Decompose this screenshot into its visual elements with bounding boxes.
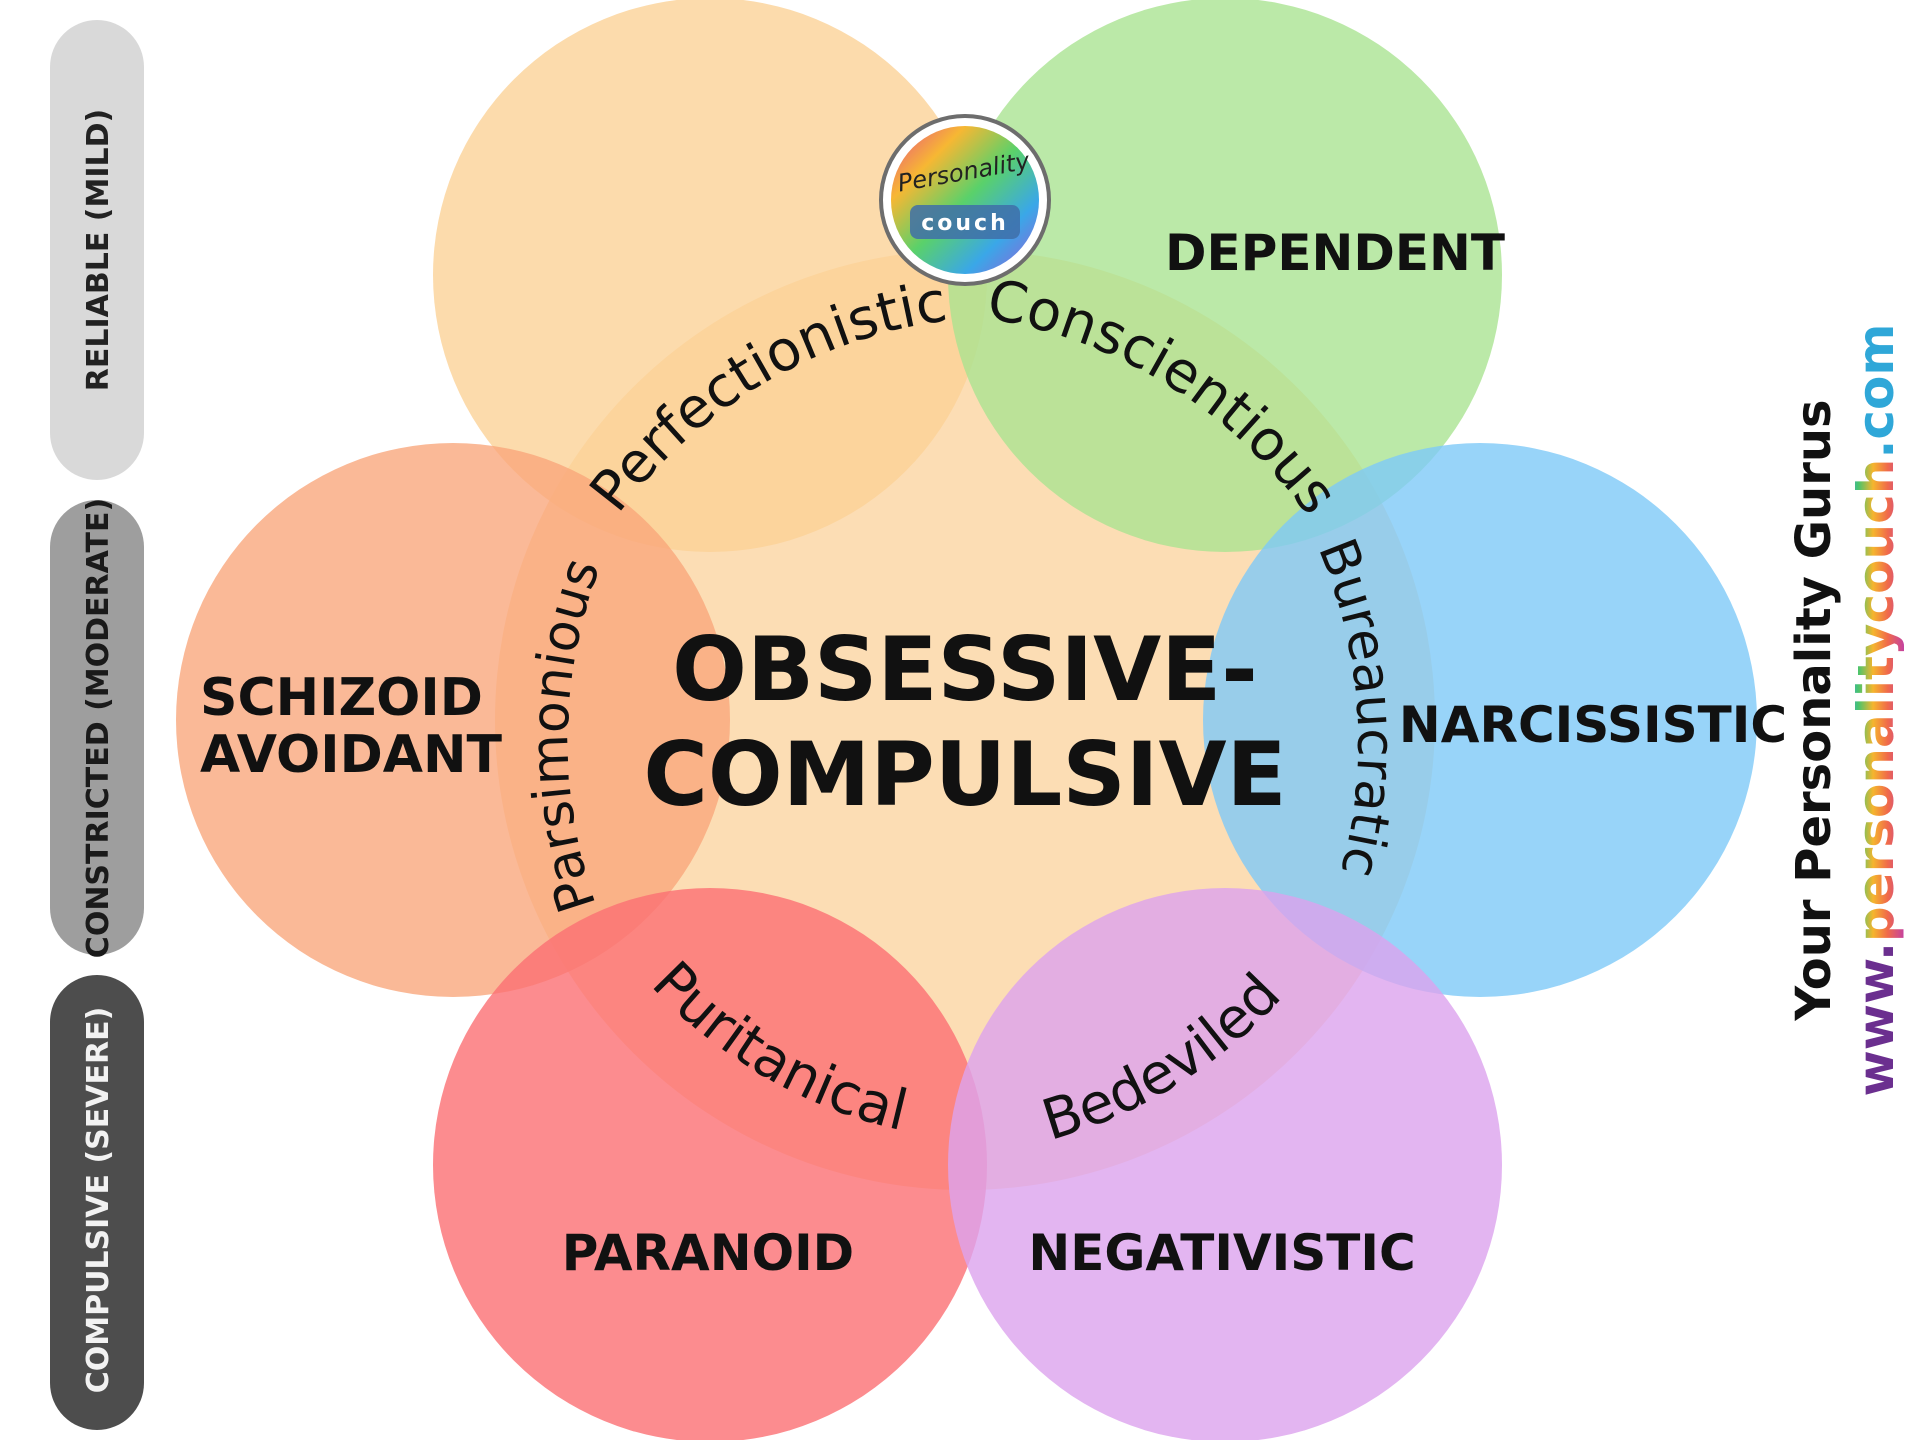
pill-compulsive-label: COMPULSIVE (SEVERE) [81, 1007, 116, 1394]
circles [176, 0, 1757, 1442]
severity-scale: RELIABLE (MILD) CONSTRICTED (MODERATE) C… [50, 20, 144, 1430]
center-title-line1: OBSESSIVE- [672, 618, 1258, 721]
couch-icon [910, 205, 1020, 239]
branding-url-main: personalitycouch [1847, 459, 1905, 942]
pill-constricted [50, 500, 144, 955]
pill-compulsive [50, 975, 144, 1430]
logo-bottom-text: couch [921, 211, 1009, 236]
personality-couch-logo: Personality couch [879, 114, 1051, 286]
narcissistic-circle [1203, 443, 1757, 997]
branding-url: www.personalitycouch.com [1847, 324, 1905, 1097]
schizoid-label: SCHIZOID [200, 668, 483, 728]
center-title-line2: COMPULSIVE [643, 723, 1286, 826]
branding-url-suffix: .com [1847, 324, 1905, 459]
schizoid-avoidant-circle [176, 443, 730, 997]
pill-reliable-label: RELIABLE (MILD) [81, 109, 116, 391]
avoidant-label: AVOIDANT [200, 725, 503, 785]
dependent-circle [948, 0, 1502, 552]
narcissistic-label: NARCISSISTIC [1399, 696, 1787, 754]
paranoid-label: PARANOID [562, 1224, 854, 1282]
top-circle [433, 0, 987, 552]
branding-url-prefix: www. [1847, 942, 1905, 1096]
pill-reliable [50, 20, 144, 480]
branding-tagline: Your Personality Gurus [1786, 399, 1842, 1021]
paranoid-circle [433, 888, 987, 1442]
negativistic-label: NEGATIVISTIC [1028, 1224, 1415, 1282]
dependent-label: DEPENDENT [1165, 224, 1505, 282]
negativistic-circle [948, 888, 1502, 1442]
pill-constricted-label: CONSTRICTED (MODERATE) [81, 498, 116, 958]
